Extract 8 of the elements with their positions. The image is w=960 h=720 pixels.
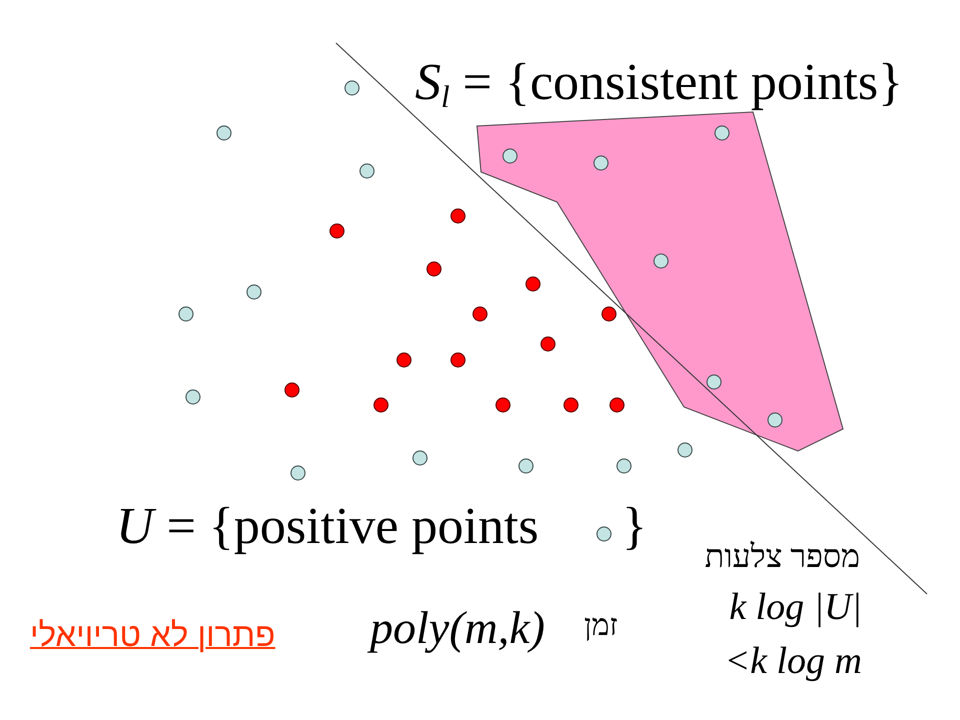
math-expression: k log |U| xyxy=(729,588,862,628)
closing-brace: } xyxy=(622,500,647,555)
hebrew-caption: זמן xyxy=(584,610,618,642)
math-expression: <k log m xyxy=(724,642,862,682)
set-formula: S$_{l}$ = {consistent points} xyxy=(415,56,904,114)
hyperlink: פתרון לא טריויאלי xyxy=(30,618,276,653)
hebrew-caption: מספר צלעות xyxy=(704,540,860,574)
set-formula: U = {positive points xyxy=(116,500,539,555)
